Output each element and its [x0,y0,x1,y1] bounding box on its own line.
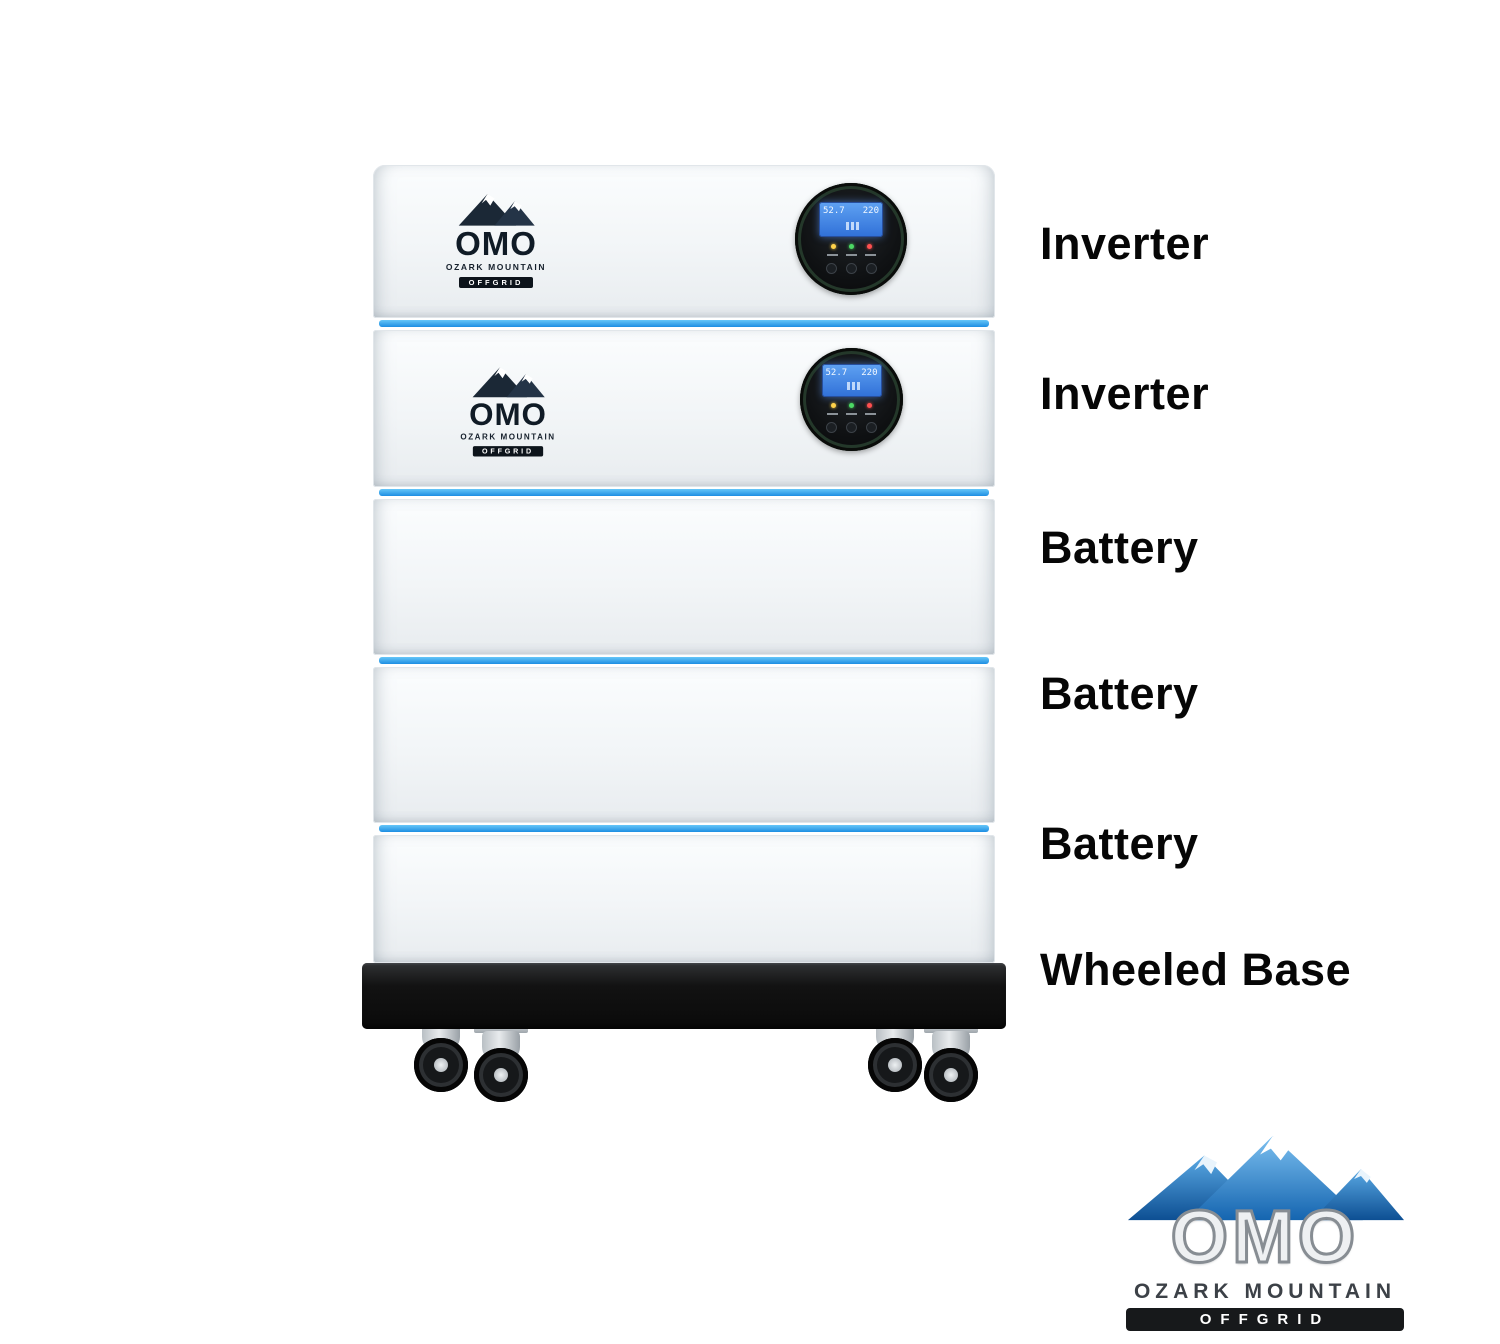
annotation-battery-3: Battery [1040,818,1199,869]
brand-line1: OZARK MOUNTAIN [1133,1280,1397,1303]
caster-hub [944,1068,958,1082]
led-yellow [831,403,836,408]
module-logo-line2: OFFGRID [472,446,544,457]
divider-stripe [379,657,989,664]
led-yellow [830,244,836,249]
annotation-battery-1: Battery [1040,522,1199,573]
divider-stripe [379,489,989,496]
lcd-left-value: 52.7 [825,368,848,378]
display-buttons [800,422,903,433]
annotation-wheeled-base: Wheeled Base [1040,944,1352,995]
battery-module-1 [373,499,995,655]
caster-hub [434,1058,448,1072]
battery-module-3 [373,835,995,963]
lcd-screen: 52.7 220 [819,202,883,237]
inverter-display: 52.7 220 [800,348,903,451]
lcd-icons [846,382,850,390]
led-red [867,403,872,408]
led-green [849,403,854,408]
module-logo-line2: OFFGRID [458,277,534,288]
module-logo-line1: OZARK MOUNTAIN [445,262,547,272]
led-captions [800,413,903,415]
display-button [865,263,877,274]
caster-wheel-left-front [458,1022,544,1106]
module-logo-name: OMO [469,396,547,432]
brand-name: OMO [1169,1195,1360,1278]
lcd-screen: 52.7 220 [821,364,882,397]
module-logo-name: OMO [455,225,537,262]
lcd-icons [846,222,849,230]
mountain-icon [458,194,535,226]
led-red [866,244,872,249]
display-buttons [795,263,907,274]
caster-wheel-right-front [908,1022,994,1106]
annotation-inverter-2: Inverter [1040,368,1210,419]
status-leds [800,403,903,408]
inverter-display: 52.7 220 [795,183,907,295]
lcd-right-value: 220 [861,368,878,378]
display-button [826,422,837,433]
omo-module-logo: OMO OZARK MOUNTAIN OFFGRID [437,361,580,459]
display-button [845,263,857,274]
mountain-icon [1127,1135,1405,1221]
caster-hub [494,1068,508,1082]
status-leds [795,244,907,249]
lcd-left-value: 52.7 [823,206,845,216]
annotation-battery-2: Battery [1040,668,1199,719]
brand-line2: OFFGRID [1126,1308,1404,1331]
omo-brand-logo: OMO OZARK MOUNTAIN OFFGRID [1100,1130,1430,1331]
led-green [848,244,854,249]
divider-stripe [379,825,989,832]
annotation-inverter-1: Inverter [1040,218,1210,269]
inverter-module-1: OMO OZARK MOUNTAIN OFFGRID 52.7 220 [373,165,995,318]
inverter-module-2: OMO OZARK MOUNTAIN OFFGRID 52.7 220 [373,330,995,487]
display-button [846,422,857,433]
led-captions [795,254,907,256]
module-logo-line1: OZARK MOUNTAIN [460,431,556,442]
wheeled-base [362,963,1006,1029]
mountain-icon [472,367,545,398]
display-button [866,422,877,433]
display-button [825,263,837,274]
omo-module-logo: OMO OZARK MOUNTAIN OFFGRID [421,187,571,290]
battery-module-2 [373,667,995,823]
divider-stripe [379,320,989,327]
lcd-right-value: 220 [862,206,879,216]
caster-hub [888,1058,902,1072]
